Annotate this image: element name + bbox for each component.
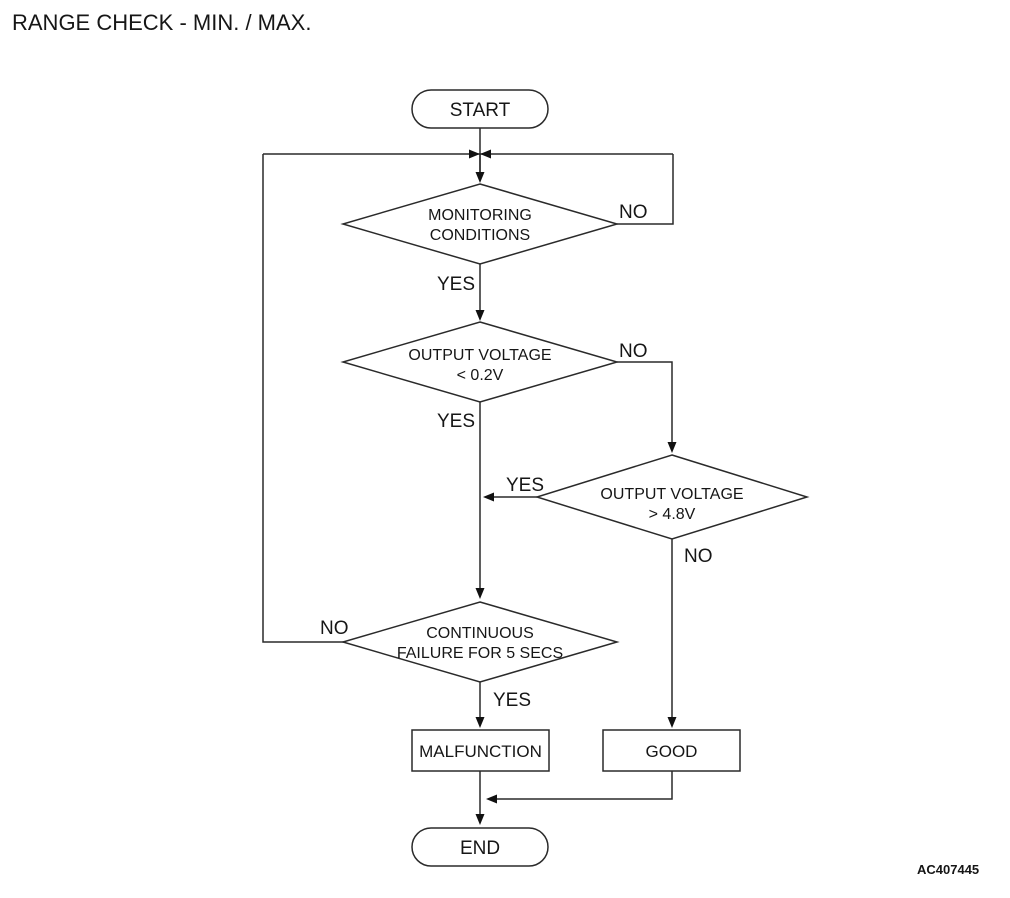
- arrowhead-into-malfunction: [475, 717, 485, 728]
- edge-label-voltage-low-no: NO: [619, 341, 648, 362]
- page-title: RANGE CHECK - MIN. / MAX.: [12, 10, 311, 35]
- continuous-label-line2: FAILURE FOR 5 SECS: [397, 645, 563, 662]
- edge-label-monitoring-no: NO: [619, 202, 648, 223]
- connector-voltage-low-no: [617, 361, 673, 443]
- edge-label-voltage-high-yes: YES: [506, 475, 544, 496]
- good-node: GOOD: [602, 729, 741, 772]
- start-label: START: [450, 100, 511, 121]
- continuous-diamond-shape: [340, 601, 620, 683]
- voltage-low-label-line2: < 0.2V: [457, 367, 504, 384]
- voltage-high-label-line1: OUTPUT VOLTAGE: [600, 486, 743, 503]
- continuous-failure-decision: CONTINUOUS FAILURE FOR 5 SECS: [340, 601, 620, 683]
- arrowhead-into-voltage-low: [475, 310, 485, 321]
- arrowhead-into-good: [667, 717, 677, 728]
- edge-label-voltage-high-no: NO: [684, 546, 713, 567]
- start-terminal-shape: [411, 89, 549, 129]
- good-label: GOOD: [646, 742, 698, 761]
- continuous-label-line1: CONTINUOUS: [426, 625, 534, 642]
- arrowhead-good-join: [486, 794, 497, 804]
- edge-label-voltage-low-yes: YES: [437, 411, 475, 432]
- voltage-low-diamond-shape: [340, 321, 620, 403]
- connector-monitoring-no-loop: [617, 154, 674, 225]
- connector-good-to-join: [497, 771, 673, 800]
- voltage-high-diamond-shape: [534, 454, 810, 540]
- good-process-shape: [602, 729, 741, 772]
- figure-code: AC407445: [917, 862, 979, 877]
- monitoring-diamond-shape: [340, 183, 620, 265]
- malfunction-process-shape: [411, 729, 550, 772]
- output-voltage-low-decision: OUTPUT VOLTAGE < 0.2V: [340, 321, 620, 403]
- monitoring-label-line1: MONITORING: [428, 207, 532, 224]
- end-terminal-shape: [411, 827, 549, 867]
- arrowhead-junction-from-left: [469, 149, 480, 159]
- malfunction-label: MALFUNCTION: [419, 742, 542, 761]
- arrowhead-junction-from-right: [480, 149, 491, 159]
- malfunction-node: MALFUNCTION: [411, 729, 550, 772]
- edge-label-continuous-yes: YES: [493, 690, 531, 711]
- end-label: END: [460, 838, 500, 859]
- arrowhead-into-monitoring: [475, 172, 485, 183]
- arrowhead-into-continuous: [475, 588, 485, 599]
- edge-label-continuous-no: NO: [320, 618, 349, 639]
- voltage-high-label-line2: > 4.8V: [649, 506, 696, 523]
- connector-continuous-no-loop: [262, 154, 345, 643]
- edge-label-monitoring-yes: YES: [437, 274, 475, 295]
- arrowhead-voltage-high-yes-join: [483, 492, 494, 502]
- start-node: START: [411, 89, 549, 129]
- end-node: END: [411, 827, 549, 867]
- edge-labels: NO YES NO YES YES NO NO YES: [320, 202, 713, 711]
- monitoring-conditions-decision: MONITORING CONDITIONS: [340, 183, 620, 265]
- arrowhead-into-voltage-high: [667, 442, 677, 453]
- arrowhead-into-end: [475, 814, 485, 825]
- monitoring-label-line2: CONDITIONS: [430, 227, 530, 244]
- connectors: [262, 128, 677, 825]
- voltage-low-label-line1: OUTPUT VOLTAGE: [408, 347, 551, 364]
- output-voltage-high-decision: OUTPUT VOLTAGE > 4.8V: [534, 454, 810, 540]
